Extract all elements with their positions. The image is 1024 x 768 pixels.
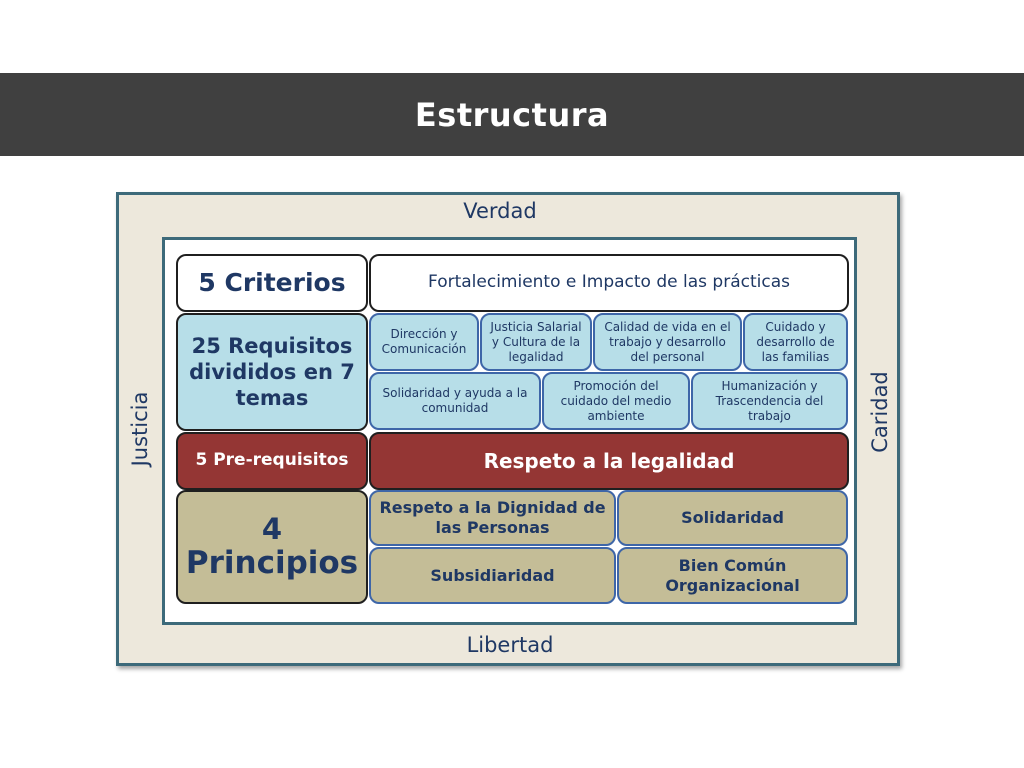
principio-label: Bien Común Organizacional (665, 555, 800, 595)
frame-label-bottom: Libertad (466, 633, 554, 657)
tema-label: Solidaridad y ayuda a la comunidad (382, 386, 528, 415)
principios-label-box: 4 Principios (176, 490, 368, 604)
prerequisitos-content-box: Respeto a la legalidad (369, 432, 849, 490)
prerequisitos-label-box: 5 Pre-requisitos (176, 432, 368, 490)
frame-label-right: Caridad (868, 371, 892, 453)
tema-label: Humanización y Trascendencia del trabajo (715, 378, 824, 423)
principios-label: Principios (185, 544, 359, 581)
tema-box: Justicia Salarial y Cultura de la legali… (480, 313, 592, 371)
tema-box: Cuidado y desarrollo de las familias (743, 313, 848, 371)
frame-label-left: Justicia (128, 391, 152, 467)
tema-box: Solidaridad y ayuda a la comunidad (369, 372, 541, 430)
criterios-content-box: Fortalecimiento e Impacto de las práctic… (369, 254, 849, 312)
principios-number: 4 (261, 511, 283, 546)
tema-box: Calidad de vida en el trabajo y desarrol… (593, 313, 742, 371)
principio-box: Solidaridad (617, 490, 848, 546)
page-title: Estructura (414, 95, 610, 134)
principio-box: Respeto a la Dignidad de las Personas (369, 490, 616, 546)
principio-label: Subsidiaridad (430, 565, 555, 585)
tema-label: Justicia Salarial y Cultura de la legali… (490, 319, 582, 364)
title-bar: Estructura (0, 73, 1024, 156)
requisitos-label: 25 Requisitos divididos en 7 temas (189, 333, 355, 411)
tema-label: Promoción del cuidado del medio ambiente (560, 378, 672, 423)
prerequisitos-label: 5 Pre-requisitos (195, 450, 349, 471)
tema-box: Dirección y Comunicación (369, 313, 479, 371)
principio-box: Subsidiaridad (369, 547, 616, 604)
tema-box: Humanización y Trascendencia del trabajo (691, 372, 848, 430)
criterios-label: 5 Criterios (198, 268, 346, 298)
tema-label: Dirección y Comunicación (381, 327, 467, 356)
tema-box: Promoción del cuidado del medio ambiente (542, 372, 690, 430)
criterios-label-box: 5 Criterios (176, 254, 368, 312)
principio-label: Respeto a la Dignidad de las Personas (379, 498, 606, 537)
principio-box: Bien Común Organizacional (617, 547, 848, 604)
principio-label: Solidaridad (681, 508, 784, 527)
tema-label: Calidad de vida en el trabajo y desarrol… (604, 319, 731, 364)
prerequisitos-content: Respeto a la legalidad (483, 448, 735, 473)
requisitos-label-box: 25 Requisitos divididos en 7 temas (176, 313, 368, 431)
tema-label: Cuidado y desarrollo de las familias (756, 319, 835, 364)
frame-label-top: Verdad (463, 199, 537, 223)
criterios-content: Fortalecimiento e Impacto de las práctic… (428, 272, 790, 293)
